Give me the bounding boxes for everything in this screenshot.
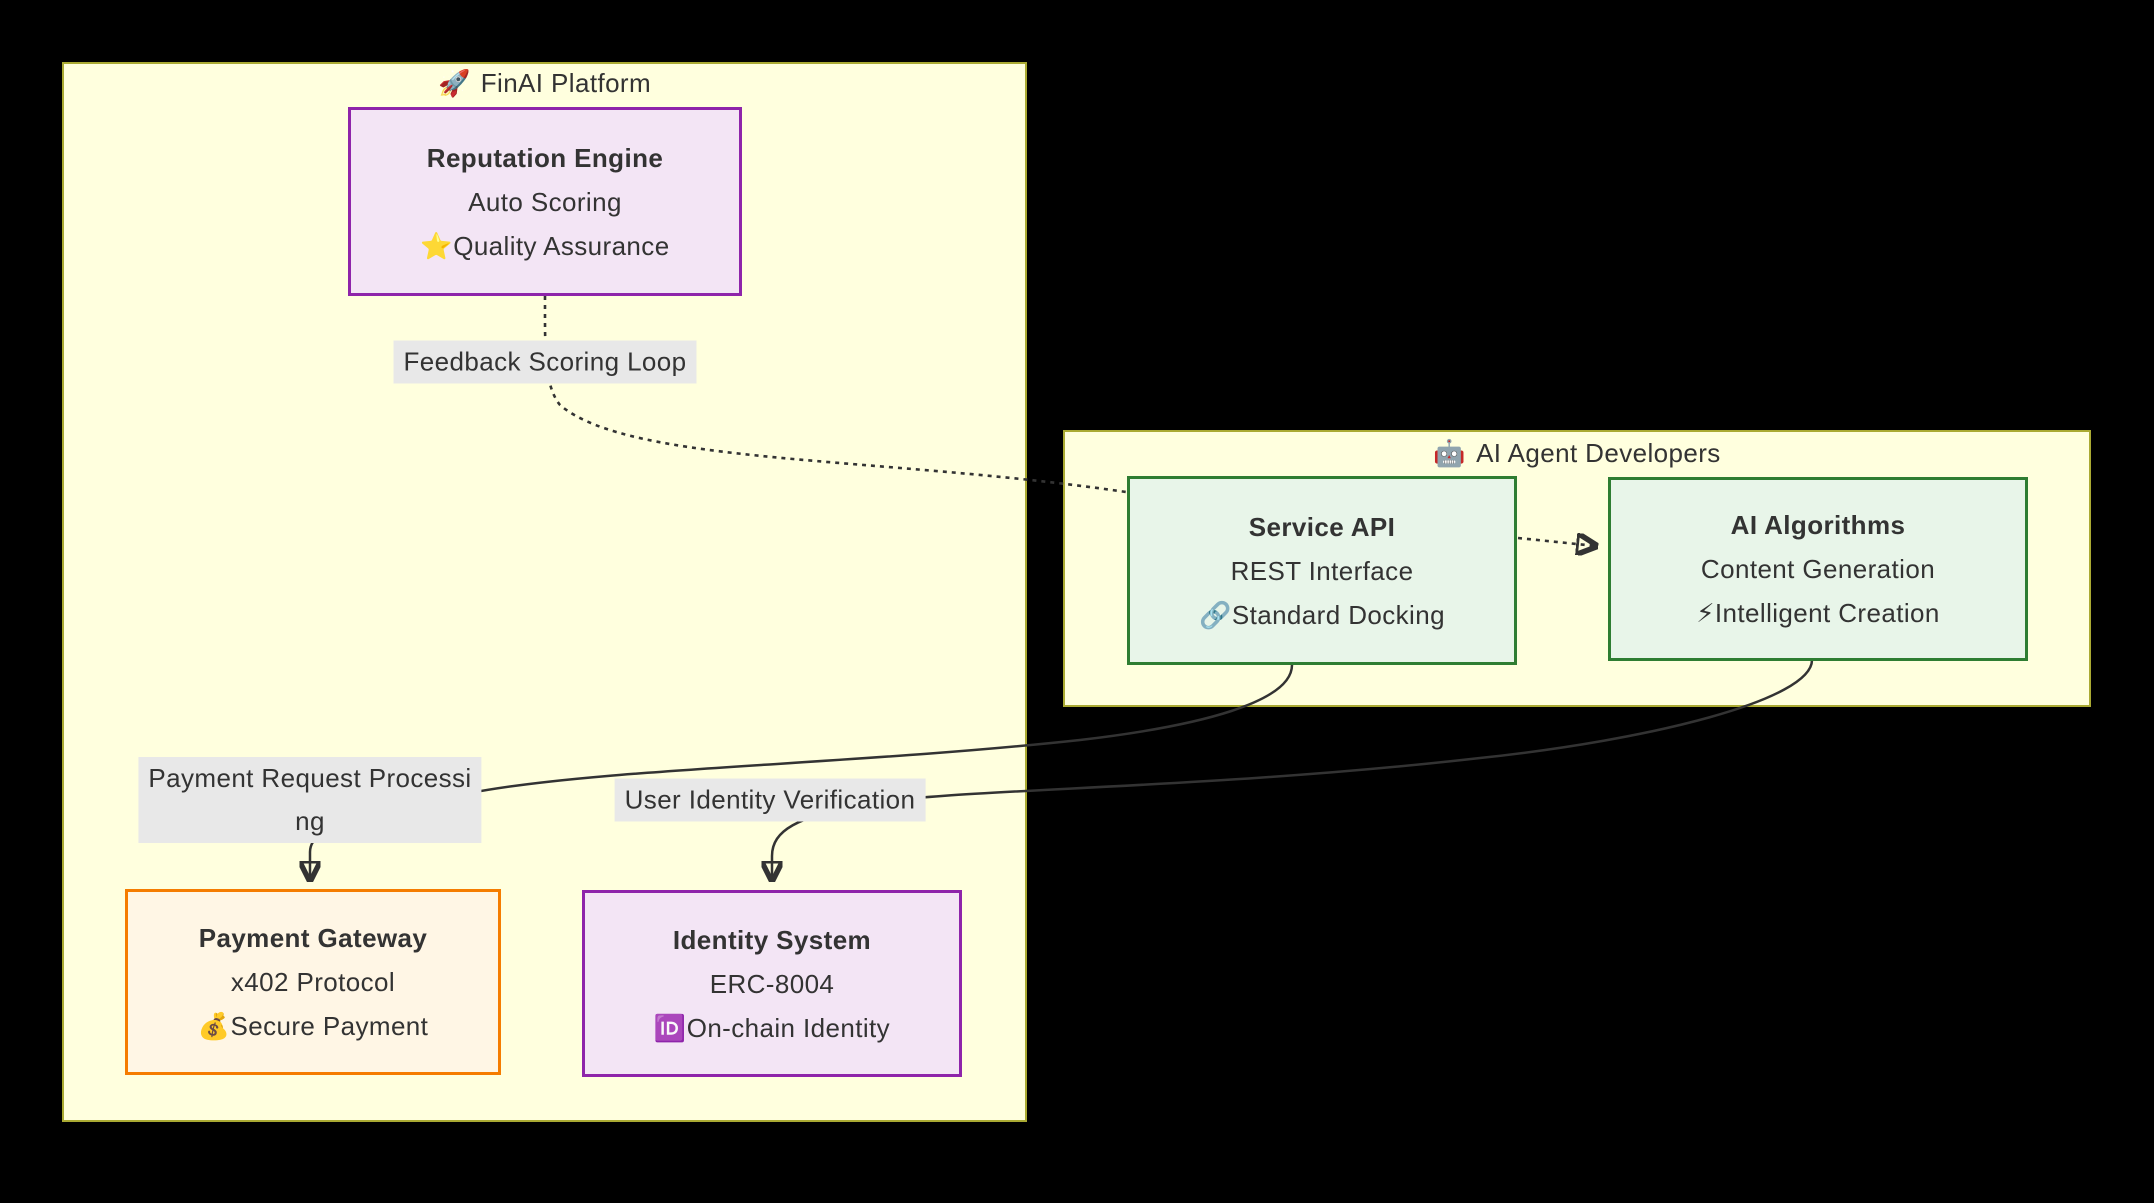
finai-platform-title-text: FinAI Platform bbox=[480, 68, 652, 98]
edge-label-user-identity-verification: User Identity Verification bbox=[614, 778, 926, 822]
edge-feedback-scoring-loop bbox=[543, 295, 1127, 494]
reputation-engine-feature-text: Quality Assurance bbox=[453, 230, 670, 261]
edge-label-identity-line1: User Identity Verification bbox=[624, 784, 916, 815]
service-api-title: Service API bbox=[1248, 511, 1396, 542]
payment-gateway-title: Payment Gateway bbox=[198, 923, 428, 953]
node-payment-gateway: Payment Gateway x402 Protocol 💰Secure Pa… bbox=[125, 889, 501, 1075]
lightning-icon: ⚡ bbox=[1696, 598, 1715, 628]
star-icon: ⭐ bbox=[420, 230, 454, 261]
ai-algorithms-feature-text: Intelligent Creation bbox=[1714, 598, 1940, 628]
node-identity-system: Identity System ERC-8004 🆔On-chain Ident… bbox=[582, 890, 962, 1077]
ai-agent-developers-title: 🤖 AI Agent Developers bbox=[1063, 438, 2091, 469]
service-api-subtitle: REST Interface bbox=[1230, 555, 1414, 586]
edge-service-to-algorithms bbox=[1517, 538, 1596, 546]
edge-label-payment-line2: ng bbox=[295, 806, 325, 836]
identity-system-title: Identity System bbox=[672, 924, 872, 955]
ai-algorithms-title: AI Algorithms bbox=[1730, 510, 1906, 540]
robot-icon: 🤖 bbox=[1433, 438, 1467, 468]
link-icon: 🔗 bbox=[1199, 599, 1232, 630]
service-api-feature-text: Standard Docking bbox=[1231, 599, 1445, 630]
edge-label-payment-request-processing: Payment Request Processi ng bbox=[138, 757, 482, 843]
ai-algorithms-feature: ⚡Intelligent Creation bbox=[1696, 591, 1939, 635]
id-icon: 🆔 bbox=[653, 1012, 687, 1043]
identity-system-subtitle: ERC-8004 bbox=[709, 968, 835, 999]
service-api-feature: 🔗Standard Docking bbox=[1199, 593, 1445, 637]
finai-platform-title: 🚀 FinAI Platform bbox=[62, 68, 1027, 99]
money-bag-icon: 💰 bbox=[197, 1011, 231, 1041]
node-ai-algorithms: AI Algorithms Content Generation ⚡Intell… bbox=[1608, 477, 2028, 661]
payment-gateway-subtitle: x402 Protocol bbox=[230, 967, 396, 997]
reputation-engine-feature: ⭐Quality Assurance bbox=[420, 224, 669, 268]
edge-label-feedback-scoring-loop: Feedback Scoring Loop bbox=[393, 340, 697, 384]
ai-agent-developers-title-text: AI Agent Developers bbox=[1476, 438, 1721, 468]
identity-system-feature: 🆔On-chain Identity bbox=[654, 1006, 890, 1050]
edge-label-feedback-line1: Feedback Scoring Loop bbox=[403, 346, 687, 377]
ai-algorithms-subtitle: Content Generation bbox=[1700, 554, 1936, 584]
reputation-engine-subtitle: Auto Scoring bbox=[468, 186, 622, 217]
edge-algorithms-to-identity bbox=[772, 659, 1814, 880]
reputation-engine-title: Reputation Engine bbox=[426, 142, 664, 173]
payment-gateway-feature: 💰Secure Payment bbox=[198, 1004, 429, 1048]
payment-gateway-feature-text: Secure Payment bbox=[230, 1011, 429, 1041]
node-reputation-engine: Reputation Engine Auto Scoring ⭐Quality … bbox=[348, 107, 742, 296]
rocket-icon: 🚀 bbox=[437, 68, 471, 98]
identity-system-feature-text: On-chain Identity bbox=[686, 1012, 891, 1043]
edge-label-payment-line1: Payment Request Processi bbox=[148, 763, 472, 793]
node-service-api: Service API REST Interface 🔗Standard Doc… bbox=[1127, 476, 1517, 665]
